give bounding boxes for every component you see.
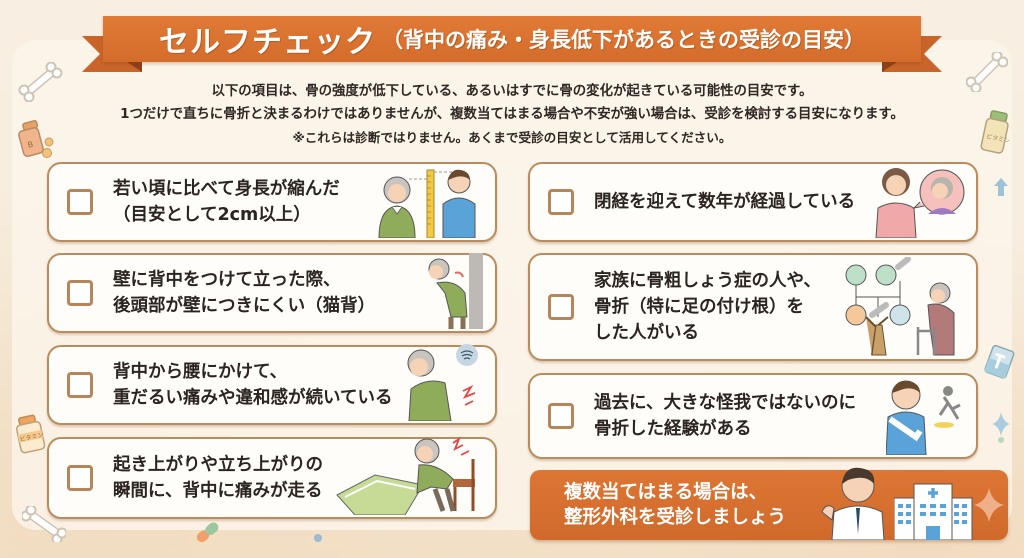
checklist-item-posture[interactable]: 壁に背中をつけて立った際、 後頭部が壁につきにくい（猫背） [47,253,497,333]
checklist-item-menopause[interactable]: 閉経を迎えて数年が経過している [528,162,978,242]
checkbox[interactable] [548,294,574,320]
checklist-item-text: 過去に、大きな怪我ではないのに 骨折した経験がある [594,390,856,442]
standing-up-pain-icon [336,436,475,515]
checklist-item-text: 起き上がりや立ち上がりの 瞬間に、背中に痛みが走る [113,452,323,504]
capsule-icon [196,522,219,543]
vitamin-bottle-icon: ビタミン [980,110,1011,154]
intro-note: ※これらは診断ではりません。あくまで受診の目安として活用してください。 [292,130,732,145]
checklist-item-height-loss[interactable]: 若い頃に比べて身長が縮んだ （目安として2cm以上） [47,162,497,242]
milk-carton-icon [984,344,1015,379]
bone-icon [966,52,1008,92]
bone-icon [22,506,66,542]
intro-text: 以下の項目は、骨の強度が低下している、あるいはすでに骨の変化が起きている可能性の… [0,80,1024,149]
checkbox[interactable] [67,465,93,491]
checklist-item-text: 背中から腰にかけて、 重だるい痛みや違和感が続いている [113,359,392,411]
consult-cta-banner: 複数当てはまる場合は、 整形外科を受診しましょう [530,467,1008,540]
supplement-bottle-icon: B [18,120,54,158]
text-line: 骨折（特に足の付け根）を [594,297,804,317]
text-line: 瞬間に、背中に痛みが走る [113,481,323,501]
header-banner: セルフチェック （背中の痛み・身長低下があるときの受診の目安） [103,16,921,62]
intro-line-1: 以下の項目は、骨の強度が低下している、あるいはすでに骨の変化が起きている可能性の… [211,84,813,99]
text-line: 閉経を迎えて数年が経過している [594,192,856,212]
text-line: 背中から腰にかけて、 [113,362,288,382]
cta-line-2: 整形外科を受診しましょう [564,507,787,528]
intro-line-2: 1つだけで直ちに骨折と決まるわけではありませんが、複数当てはまる場合や不安が強い… [120,107,904,122]
checklist-item-text: 壁に背中をつけて立った際、 後頭部が壁につきにくい（猫背） [113,267,375,319]
checkbox[interactable] [548,189,574,215]
menopause-women-icon [875,168,965,238]
checkbox[interactable] [67,189,93,215]
cta-line-1: 複数当てはまる場合は、 [564,482,768,503]
text-line: 家族に骨粗しょう症の人や、 [594,271,821,291]
checklist-item-text: 家族に骨粗しょう症の人や、 骨折（特に足の付け根）を した人がいる [594,268,821,346]
checklist-item-past-fracture[interactable]: 過去に、大きな怪我ではないのに 骨折した経験がある [528,373,978,459]
hunched-back-wall-icon [428,253,483,329]
checklist-item-text: 若い頃に比べて身長が縮んだ （目安として2cm以上） [113,176,340,228]
text-line: 若い頃に比べて身長が縮んだ [113,179,340,199]
text-line: （目安として2cm以上） [113,205,311,225]
cta-text: 複数当てはまる場合は、 整形外科を受診しましょう [564,480,786,530]
page-title: セルフチェック [159,25,376,60]
svg-text:B: B [27,140,35,150]
text-line: 後頭部が壁につきにくい（猫背） [113,296,376,316]
checklist-item-standing-pain[interactable]: 起き上がりや立ち上がりの 瞬間に、背中に痛みが走る [47,436,497,519]
family-tree-icon [845,257,955,356]
bone-icon [18,62,63,102]
checkbox[interactable] [67,372,93,398]
checklist-item-text: 閉経を迎えて数年が経過している [594,189,855,215]
height-comparison-icon [378,169,476,238]
back-pain-icon [407,344,478,421]
text-line: した人がいる [594,323,699,343]
text-line: 壁に背中をつけて立った際、 [113,270,341,290]
checkbox[interactable] [548,403,574,429]
dot-decoration [314,534,322,542]
checkbox[interactable] [67,280,93,306]
arm-sling-fall-icon [886,380,961,455]
text-line: 骨折した経験がある [594,419,752,439]
checklist-item-back-pain[interactable]: 背中から腰にかけて、 重だるい痛みや違和感が続いている [47,344,497,425]
sparkle-icon [992,412,1010,443]
vitamin-bottle-icon: ビタミン [15,414,46,454]
page-subtitle: （背中の痛み・身長低下があるときの受診の目安） [382,28,865,52]
text-line: 過去に、大きな怪我ではないのに [594,393,856,413]
arrow-up-icon [994,178,1008,196]
checklist-item-family-history[interactable]: 家族に骨粗しょう症の人や、 骨折（特に足の付け根）を した人がいる [528,253,978,361]
doctor-icon [821,467,885,540]
text-line: 重だるい痛みや違和感が続いている [113,388,393,408]
text-line: 起き上がりや立ち上がりの [113,455,323,475]
sparkle-icon [974,488,1004,522]
hospital-icon [894,483,973,540]
